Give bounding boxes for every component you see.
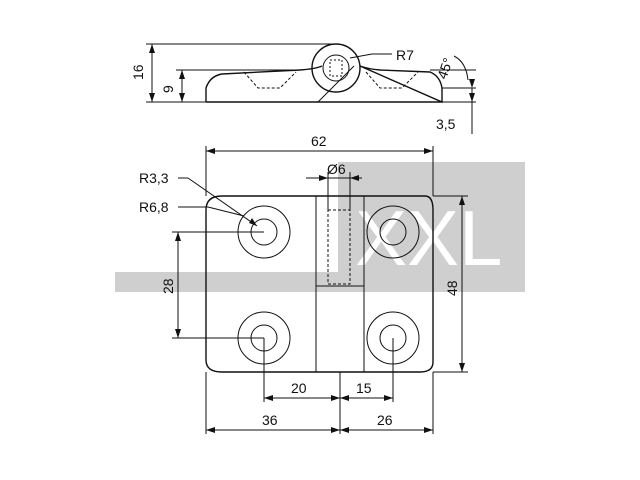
r33-label: R3,3 — [139, 170, 169, 186]
pin-hidden — [327, 209, 351, 285]
arrowheads — [149, 44, 475, 433]
r33-leader — [187, 177, 258, 227]
watermark-block — [338, 162, 525, 292]
pin-knuckle — [311, 43, 361, 93]
dim-16-label: 16 — [130, 64, 146, 80]
r7-label: R7 — [396, 47, 414, 63]
dim-28-label: 28 — [160, 278, 176, 294]
r7-leader — [349, 53, 373, 59]
pin-region — [315, 195, 365, 287]
watermark-text-left: Tech — [118, 194, 283, 282]
plate-outline — [205, 195, 434, 373]
r68-label: R6,8 — [139, 199, 169, 215]
r68-leader — [207, 206, 245, 217]
watermark-text-right: XXL — [355, 194, 502, 282]
pin-hole-detail — [329, 59, 343, 77]
dim-35-label: 3,5 — [436, 116, 456, 132]
side-view — [146, 43, 476, 134]
split-line — [317, 65, 355, 103]
dim-62-label: 62 — [311, 133, 327, 149]
dim-36-label: 36 — [262, 412, 278, 428]
angle-label: 45° — [434, 56, 456, 81]
countersink-left — [243, 71, 297, 89]
countersink-right — [365, 71, 419, 89]
pin-inner — [322, 54, 350, 82]
dim-15-label: 15 — [356, 380, 372, 396]
dim-26-label: 26 — [377, 412, 393, 428]
dim-20-label: 20 — [291, 380, 307, 396]
hole-top-right — [379, 218, 407, 246]
dim-d6-label: Ø6 — [327, 161, 346, 177]
angle-arc — [453, 55, 469, 81]
side-view-outline — [205, 65, 443, 104]
dim-48-label: 48 — [444, 280, 460, 296]
dim-9-label: 9 — [160, 85, 176, 93]
top-view — [172, 146, 468, 434]
hole-top-right-counterbore — [366, 205, 420, 259]
